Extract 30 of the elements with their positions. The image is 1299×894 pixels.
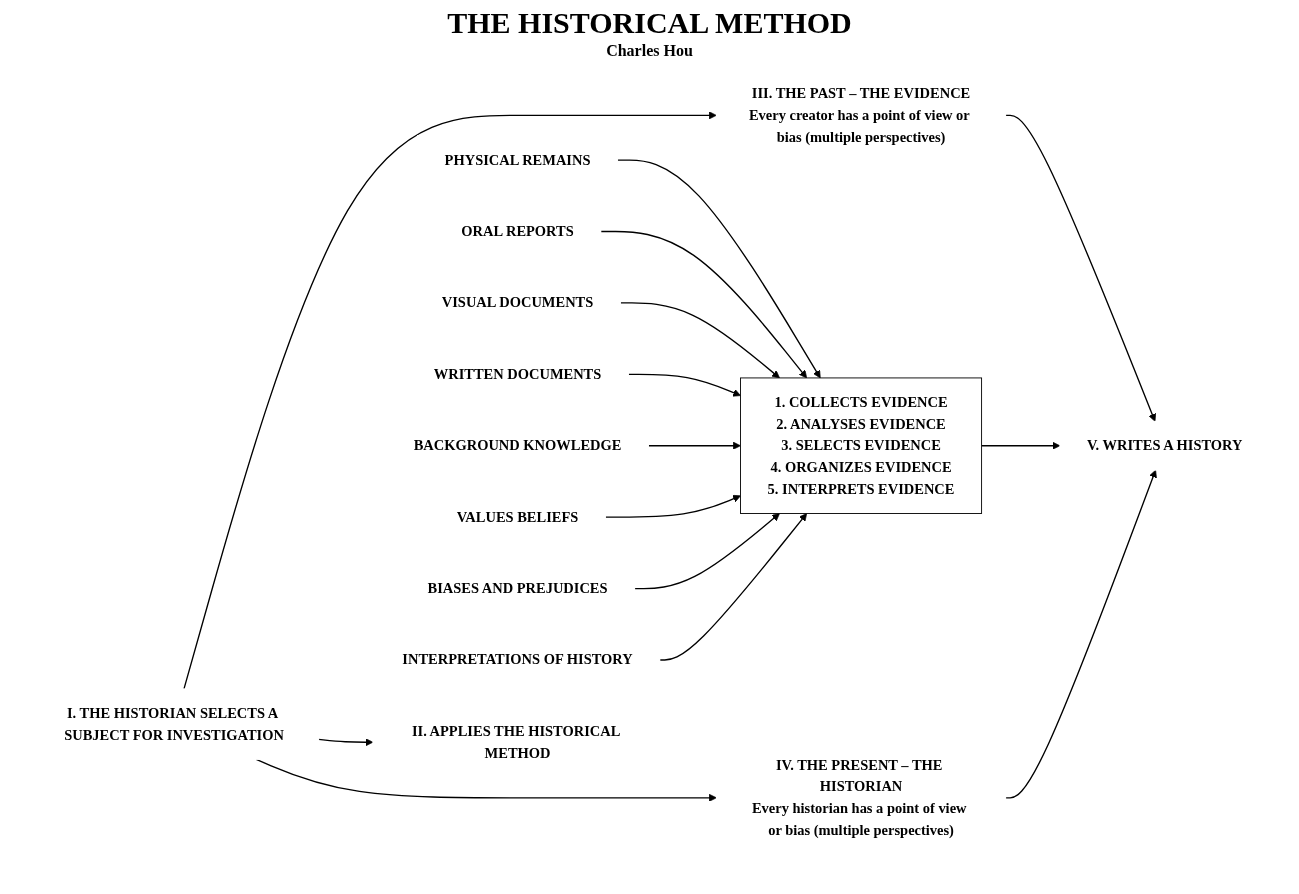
node-text: INTERPRETATIONS OF HISTORY bbox=[402, 651, 633, 668]
node-box: 1. COLLECTS EVIDENCE 2. ANALYSES EVIDENCE 3. SELECTS EVIDENCE 4. ORGANIZES EVIDENCE 5. INTERPRETS EVIDENCE bbox=[740, 377, 983, 514]
diagram-title: THE HISTORICAL METHOD bbox=[447, 6, 852, 40]
arrow bbox=[600, 230, 808, 379]
node-text: VALUES BELIEFS bbox=[456, 509, 579, 525]
arrow bbox=[627, 373, 741, 397]
arrow bbox=[619, 302, 780, 379]
arrow bbox=[183, 111, 717, 690]
arrow bbox=[659, 513, 808, 661]
node-text: PHYSICAL REMAINS bbox=[444, 151, 591, 168]
node-text: V. WRITES A HISTORY bbox=[1087, 437, 1243, 453]
node-text: BACKGROUND KNOWLEDGE bbox=[413, 437, 622, 453]
node-text: ORAL REPORTS bbox=[461, 223, 574, 239]
arrow bbox=[616, 159, 821, 379]
author-name: Charles Hou bbox=[606, 42, 693, 60]
node-text: BIASES AND PREJUDICES bbox=[427, 580, 608, 596]
arrow bbox=[634, 513, 780, 590]
arrow bbox=[255, 758, 717, 802]
node-text: IV. THE PRESENT – THE HISTORIAN Every historian has a point of view or bias (multiple perspectives) bbox=[751, 757, 967, 838]
arrow bbox=[1005, 114, 1157, 422]
arrow bbox=[604, 494, 741, 518]
arrow bbox=[980, 441, 1061, 450]
arrow bbox=[318, 738, 374, 747]
node-text: I. THE HISTORIAN SELECTS A SUBJECT FOR INVESTIGATION bbox=[64, 705, 284, 743]
arrow bbox=[647, 441, 741, 450]
node-text: WRITTEN DOCUMENTS bbox=[433, 366, 602, 382]
node-text: III. THE PAST – THE EVIDENCE Every creator has a point of view or bias (multiple perspectives) bbox=[748, 85, 971, 145]
node-text: II. APPLIES THE HISTORICAL METHOD bbox=[411, 723, 620, 761]
node-text: VISUAL DOCUMENTS bbox=[441, 294, 594, 311]
arrow bbox=[1005, 469, 1157, 799]
